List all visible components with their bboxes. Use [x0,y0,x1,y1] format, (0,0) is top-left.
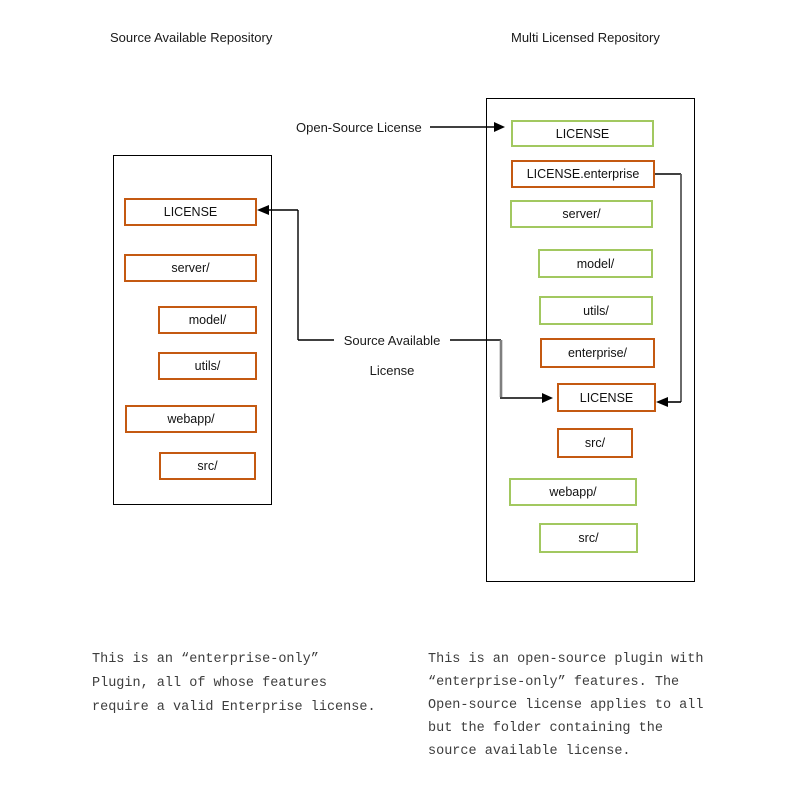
right-enterprise-src-label: src/ [584,436,606,450]
left-model-label: model/ [188,313,227,327]
right-enterprise-src-folder: src/ [557,428,633,458]
right-enterprise-license-file: LICENSE [557,383,656,412]
right-enterprise-license-label: LICENSE [579,390,634,405]
right-caption-line: but the folder containing the [428,721,663,736]
right-webapp-src-label: src/ [578,531,599,545]
source-available-license-label: Source Available License [334,326,450,386]
right-webapp-folder: webapp/ [509,478,637,506]
left-src-label: src/ [197,459,218,473]
right-caption-line: “enterprise-only” features. The [428,675,680,690]
left-model-folder: model/ [158,306,257,334]
left-repo-caption: This is an “enterprise-only” Plugin, all… [92,648,376,720]
right-utils-label: utils/ [583,303,609,318]
right-server-folder: server/ [510,200,653,228]
left-src-folder: src/ [159,452,256,480]
left-server-folder: server/ [124,254,257,282]
left-repo-outline [113,155,272,505]
left-license-label: LICENSE [163,205,218,219]
right-enterprise-label: enterprise/ [567,346,628,360]
left-caption-line: require a valid Enterprise license. [92,700,376,715]
left-repo-title: Source Available Repository [110,30,273,45]
right-license-enterprise-label: LICENSE.enterprise [526,167,640,181]
right-repo-caption: This is an open-source plugin with “ente… [428,648,703,763]
left-utils-folder: utils/ [158,352,257,380]
left-server-label: server/ [171,261,210,275]
right-utils-folder: utils/ [539,296,653,325]
left-webapp-folder: webapp/ [125,405,257,433]
right-model-folder: model/ [538,249,653,278]
right-server-label: server/ [562,207,601,221]
right-license-enterprise-file: LICENSE.enterprise [511,160,655,188]
left-utils-label: utils/ [194,359,221,373]
left-license-file: LICENSE [124,198,257,226]
left-webapp-label: webapp/ [167,412,215,426]
left-caption-line: Plugin, all of whose features [92,676,327,691]
right-repo-title: Multi Licensed Repository [511,30,660,45]
right-webapp-src-folder: src/ [539,523,638,553]
right-enterprise-folder: enterprise/ [540,338,655,368]
right-caption-line: This is an open-source plugin with [428,652,704,667]
source-available-label-line2: License [369,363,415,378]
right-license-label: LICENSE [555,126,610,141]
right-webapp-label: webapp/ [549,485,597,499]
right-model-label: model/ [576,256,615,271]
left-caption-line: This is an “enterprise-only” [92,652,319,667]
source-available-label-line1: Source Available [343,333,441,348]
right-license-file: LICENSE [511,120,654,147]
right-caption-line: Open-source license applies to all [428,698,704,713]
right-caption-line: source available license. [428,744,631,759]
open-source-license-label: Open-Source License [296,120,422,135]
